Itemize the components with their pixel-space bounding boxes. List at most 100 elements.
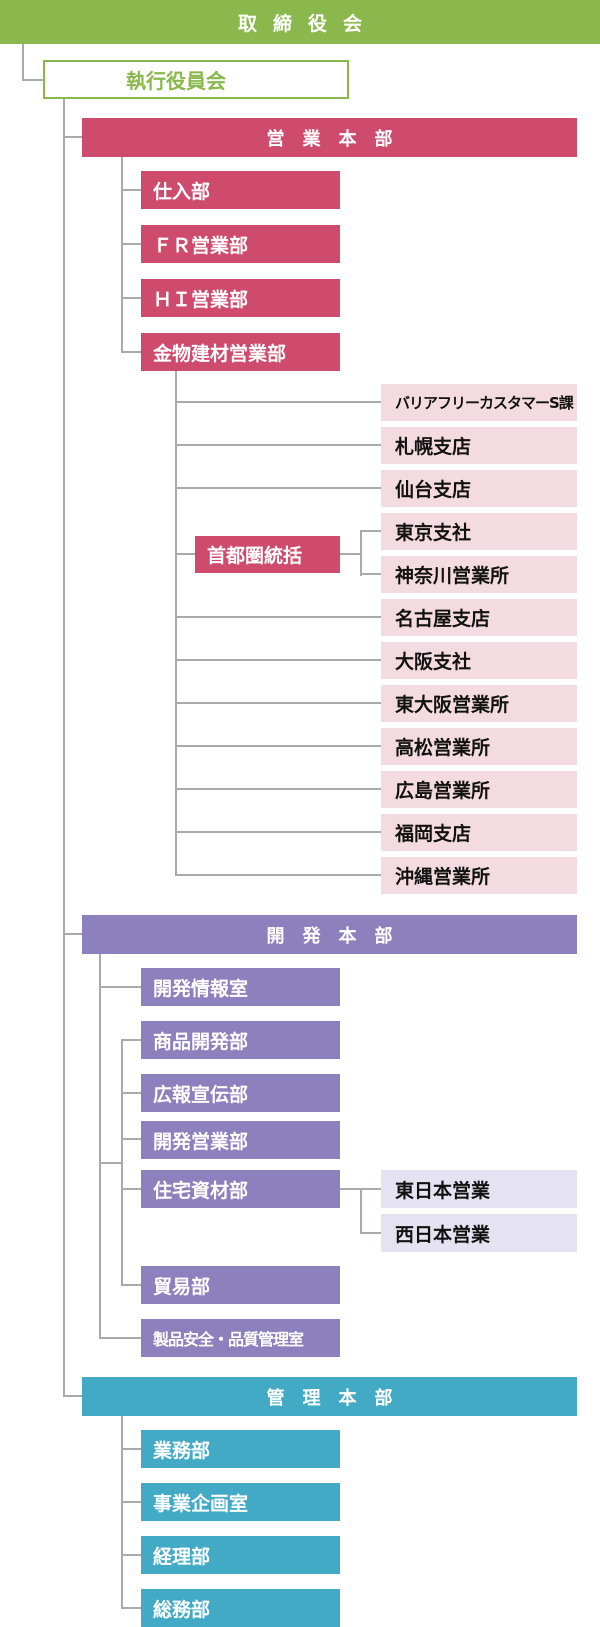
branch-box: 東京支社	[381, 513, 577, 550]
board-label: 取締役会	[237, 12, 378, 35]
dept-label: 金物建材営業部	[153, 342, 287, 365]
connector-line	[175, 444, 381, 446]
connector-line	[99, 986, 141, 988]
dept-box: 金物建材営業部	[141, 333, 340, 371]
branch-box: 高松営業所	[381, 728, 577, 765]
shuto-box: 首都圏統括	[195, 536, 340, 573]
shuto-label: 首都圏統括	[207, 545, 303, 567]
branch-box: 札幌支店	[381, 427, 577, 464]
dev-hq-header: 開発本部	[82, 915, 577, 954]
branch-label: 東大阪営業所	[395, 694, 510, 716]
connector-line	[121, 1039, 141, 1041]
connector-line	[63, 136, 82, 138]
branch-box: 西日本営業	[381, 1214, 577, 1252]
dept-box: ＨＩ営業部	[141, 279, 340, 317]
branch-label: 高松営業所	[395, 737, 491, 759]
connector-line	[121, 297, 141, 299]
connector-line	[175, 487, 381, 489]
dept-box: 広報宣伝部	[141, 1074, 340, 1112]
connector-line	[360, 530, 381, 532]
connector-line	[175, 702, 381, 704]
connector-line	[175, 788, 381, 790]
branch-box: 名古屋支店	[381, 599, 577, 636]
branch-box: 沖縄営業所	[381, 857, 577, 894]
board-box: 取締役会	[0, 0, 600, 44]
branch-label: 西日本営業	[395, 1223, 491, 1246]
connector-line	[121, 351, 141, 353]
connector-line	[360, 573, 381, 575]
connector-line	[22, 44, 24, 81]
sales-hq-label: 営業本部	[266, 128, 411, 150]
branch-label: 沖縄営業所	[395, 866, 491, 888]
branch-label: 広島営業所	[395, 780, 491, 802]
dept-label: ＦＲ営業部	[153, 234, 249, 257]
connector-line	[340, 553, 361, 555]
dept-label: 事業企画室	[153, 1492, 249, 1515]
branch-label: 名古屋支店	[395, 608, 491, 630]
connector-line	[121, 1416, 123, 1609]
connector-line	[175, 659, 381, 661]
dept-label: 商品開発部	[153, 1030, 249, 1053]
connector-line	[175, 616, 381, 618]
branch-box: 大阪支社	[381, 642, 577, 679]
connector-line	[175, 401, 381, 403]
dept-box: 総務部	[141, 1589, 340, 1627]
dept-label: 経理部	[153, 1545, 211, 1568]
connector-line	[360, 1188, 362, 1234]
branch-label: 大阪支社	[395, 651, 472, 673]
connector-line	[121, 1188, 141, 1190]
executive-label: 執行役員会	[126, 69, 226, 93]
connector-line	[121, 189, 141, 191]
branch-label: 仙台支店	[395, 479, 472, 501]
dept-label: ＨＩ営業部	[153, 288, 249, 311]
admin-hq-header: 管理本部	[82, 1377, 577, 1416]
connector-line	[121, 1501, 141, 1503]
dept-box: 貿易部	[141, 1266, 340, 1304]
dept-label: 貿易部	[153, 1275, 211, 1298]
branch-box: 東日本営業	[381, 1170, 577, 1208]
dept-label: 仕入部	[153, 180, 211, 203]
admin-hq-label: 管理本部	[266, 1387, 411, 1409]
dept-label: 住宅資材部	[153, 1179, 249, 1202]
connector-line	[121, 1284, 141, 1286]
branch-box: 仙台支店	[381, 470, 577, 507]
dept-box: 製品安全・品質管理室	[141, 1319, 340, 1357]
connector-line	[175, 745, 381, 747]
trunk-line	[63, 99, 65, 1397]
dept-label: 製品安全・品質管理室	[153, 1330, 304, 1349]
connector-line	[175, 831, 381, 833]
branch-label: 福岡支店	[395, 823, 472, 845]
connector-line	[22, 79, 44, 81]
dept-box: 業務部	[141, 1430, 340, 1468]
connector-line	[121, 1554, 141, 1556]
branch-label: 神奈川営業所	[395, 565, 510, 587]
connector-line	[175, 553, 195, 555]
branch-box: 東大阪営業所	[381, 685, 577, 722]
branch-box: バリアフリーカスタマーS課	[381, 384, 577, 421]
connector-line	[121, 1607, 141, 1609]
dept-box: 事業企画室	[141, 1483, 340, 1521]
connector-line	[121, 243, 141, 245]
connector-line	[99, 954, 101, 1339]
branch-box: 神奈川営業所	[381, 556, 577, 593]
branch-label: 東日本営業	[395, 1179, 491, 1202]
dept-box: 住宅資材部	[141, 1170, 340, 1208]
branch-box: 福岡支店	[381, 814, 577, 851]
branch-box: 広島営業所	[381, 771, 577, 808]
connector-line	[63, 1395, 82, 1397]
connector-line	[121, 157, 123, 353]
dept-box: 開発営業部	[141, 1121, 340, 1159]
dept-label: 開発営業部	[153, 1130, 249, 1153]
connector-line	[175, 371, 177, 876]
dept-box: 仕入部	[141, 171, 340, 209]
connector-line	[99, 1162, 122, 1164]
branch-label: 東京支社	[395, 522, 472, 544]
dept-box: 経理部	[141, 1536, 340, 1574]
connector-line	[121, 1448, 141, 1450]
connector-line	[360, 531, 362, 576]
connector-line	[63, 933, 82, 935]
sales-hq-header: 営業本部	[82, 118, 577, 157]
dept-box: ＦＲ営業部	[141, 225, 340, 263]
dept-label: 総務部	[153, 1598, 211, 1621]
dept-box: 商品開発部	[141, 1021, 340, 1059]
